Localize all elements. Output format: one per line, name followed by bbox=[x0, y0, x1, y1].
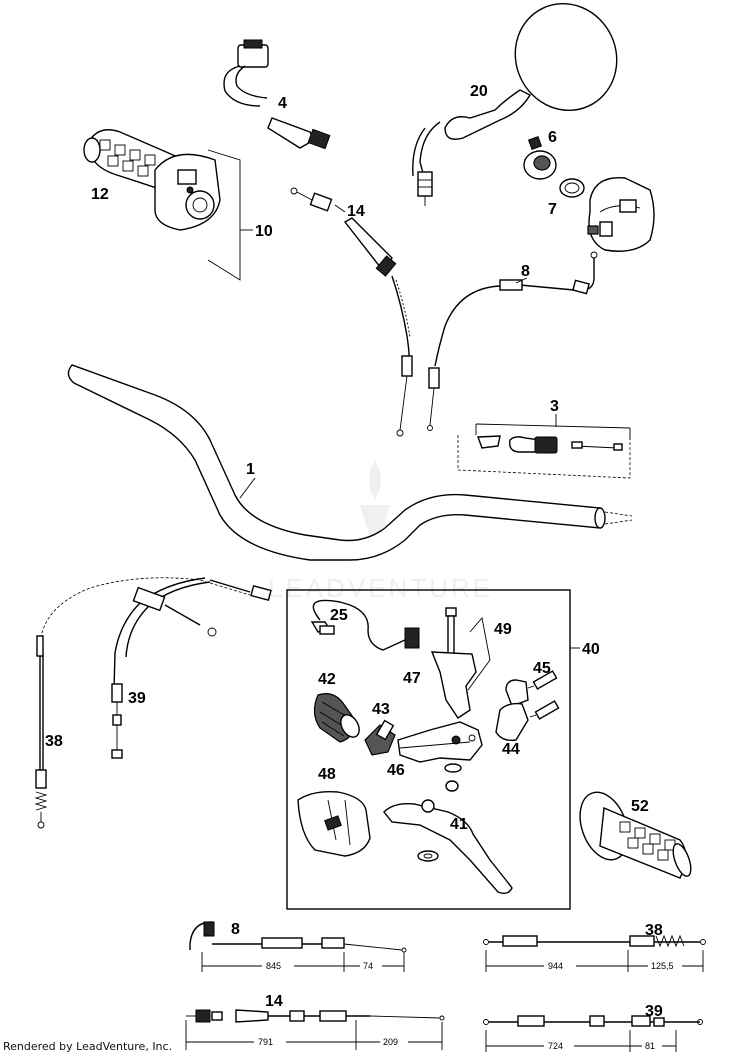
footer-credit: Rendered by LeadVenture, Inc. bbox=[3, 1040, 172, 1053]
watermark-text: LEADVENTURE bbox=[268, 573, 493, 603]
callout-39: 39 bbox=[128, 690, 146, 707]
part-48-cover[interactable] bbox=[297, 790, 371, 857]
callout-43: 43 bbox=[372, 701, 390, 718]
callout-41: 41 bbox=[450, 816, 468, 833]
part-43-adjuster[interactable] bbox=[364, 719, 396, 756]
callout-7: 7 bbox=[548, 201, 557, 218]
part-7-switch-housing[interactable] bbox=[587, 176, 655, 252]
cable-14-length-b: 209 bbox=[383, 1037, 398, 1047]
cable-14-length: 791 bbox=[258, 1037, 273, 1047]
part-8-choke-cable[interactable] bbox=[427, 251, 598, 431]
part-42-boot[interactable] bbox=[313, 693, 362, 743]
part-41-lever[interactable] bbox=[383, 799, 513, 895]
part-1-handlebar[interactable] bbox=[67, 364, 633, 561]
part-10-throttle-housing[interactable] bbox=[154, 149, 241, 281]
part-45-screws[interactable] bbox=[527, 670, 560, 720]
callout-cable-8: 8 bbox=[231, 921, 240, 938]
callout-3: 3 bbox=[550, 398, 559, 415]
callout-8: 8 bbox=[521, 263, 530, 280]
callout-10: 10 bbox=[255, 223, 273, 240]
cable-8-length: 845 bbox=[266, 961, 281, 971]
callout-14: 14 bbox=[347, 203, 365, 220]
part-44-clamp[interactable] bbox=[495, 679, 529, 742]
callout-40: 40 bbox=[582, 641, 600, 658]
cable-39-length-b: 81 bbox=[645, 1041, 655, 1051]
callout-46: 46 bbox=[387, 762, 405, 779]
cable-spec-14: 791 209 bbox=[185, 1009, 445, 1050]
callout-4: 4 bbox=[278, 95, 287, 112]
cable-spec-38: 944 125,5 bbox=[483, 934, 706, 972]
part-52-grip[interactable] bbox=[571, 786, 694, 879]
callout-20: 20 bbox=[470, 83, 488, 100]
part-47-lever-pivot[interactable] bbox=[430, 651, 477, 719]
cable-38-length: 944 bbox=[548, 961, 563, 971]
part-14-throttle-cable[interactable] bbox=[290, 187, 413, 437]
callout-1: 1 bbox=[246, 461, 255, 478]
cable-8-length-b: 74 bbox=[363, 961, 373, 971]
cable-38-length-b: 125,5 bbox=[651, 961, 674, 971]
callout-38: 38 bbox=[45, 733, 63, 750]
part-7-ring[interactable] bbox=[559, 178, 585, 198]
part-3-switch-kit[interactable] bbox=[457, 423, 631, 479]
cable-spec-39: 724 81 bbox=[483, 1015, 703, 1052]
part-6-adjuster[interactable] bbox=[523, 135, 557, 180]
part-39-cable[interactable] bbox=[111, 577, 272, 759]
callout-52: 52 bbox=[631, 798, 649, 815]
part-38-cable[interactable] bbox=[34, 577, 251, 829]
callout-25: 25 bbox=[330, 607, 348, 624]
callout-cable-38: 38 bbox=[645, 922, 663, 939]
callout-42: 42 bbox=[318, 671, 336, 688]
part-46-bracket[interactable] bbox=[397, 721, 483, 792]
part-20-mirror[interactable] bbox=[412, 0, 634, 206]
cable-spec-8: 845 74 bbox=[189, 921, 407, 972]
watermark: LEADVENTURE bbox=[268, 460, 493, 603]
callout-48: 48 bbox=[318, 766, 336, 783]
callout-6: 6 bbox=[548, 129, 557, 146]
callout-44: 44 bbox=[502, 741, 520, 758]
cable-39-length: 724 bbox=[548, 1041, 563, 1051]
part-25-clutch-switch[interactable] bbox=[310, 599, 420, 651]
part-4-switch-wiring[interactable] bbox=[223, 39, 331, 150]
callout-cable-39: 39 bbox=[645, 1003, 663, 1020]
callout-45: 45 bbox=[533, 660, 551, 677]
callout-cable-14: 14 bbox=[265, 993, 283, 1010]
callout-12: 12 bbox=[91, 186, 109, 203]
part-40-lever-assembly[interactable] bbox=[286, 589, 571, 910]
callout-49: 49 bbox=[494, 621, 512, 638]
callout-47: 47 bbox=[403, 670, 421, 687]
